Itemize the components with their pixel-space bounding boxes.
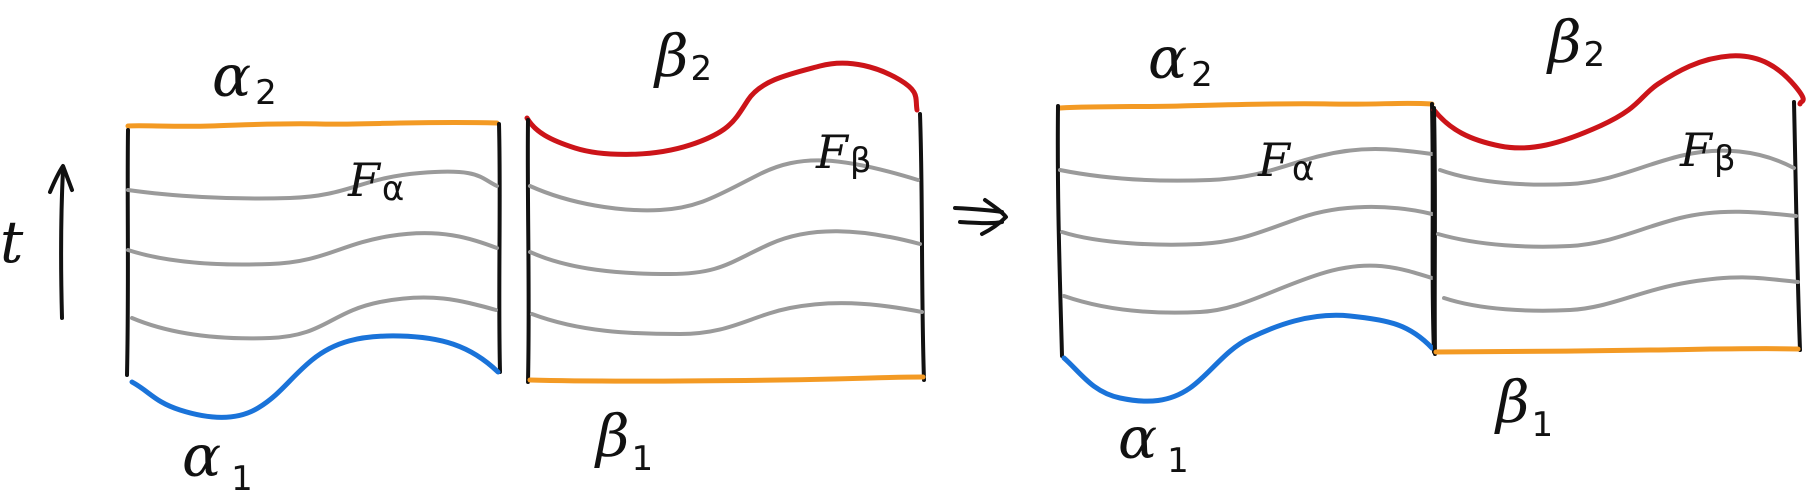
- alpha2-boundary-right: [1057, 100, 1435, 111]
- level-curve-4: [528, 158, 920, 213]
- F-beta-label-right: Fβ: [1679, 123, 1736, 179]
- left-beta-panel: β2 β1 Fβ: [524, 22, 926, 479]
- F-beta-label: Fβ: [815, 125, 872, 181]
- left-side-edge: [125, 128, 130, 377]
- time-axis: t: [0, 164, 74, 320]
- beta2-label-right: β2: [1546, 8, 1605, 76]
- double-right-arrow-icon: [953, 198, 1008, 236]
- up-arrow-icon: [48, 164, 74, 320]
- right-side-edge: [497, 122, 502, 374]
- middle-left-edge: [525, 118, 531, 384]
- level-curve-1: [126, 169, 499, 201]
- far-right-edge: [918, 112, 926, 382]
- right-left-edge: [1055, 104, 1064, 358]
- time-label: t: [0, 208, 24, 276]
- right-beta-panel: β2 β1 Fβ: [1431, 8, 1806, 445]
- alpha1-boundary: [129, 333, 501, 420]
- beta1-boundary: [527, 374, 926, 384]
- level-curve-11: [1436, 209, 1798, 249]
- F-alpha-label: Fα: [347, 153, 404, 209]
- beta1-boundary-right: [1433, 346, 1801, 355]
- level-curve-5: [528, 229, 922, 276]
- level-curve-6: [530, 301, 924, 336]
- right-middle-edge-2: [1432, 106, 1437, 356]
- beta2-boundary: [524, 60, 920, 157]
- alpha2-boundary: [125, 119, 500, 129]
- level-curve-2: [126, 231, 499, 267]
- beta1-label-right: β1: [1494, 368, 1553, 445]
- level-curve-12: [1442, 275, 1800, 313]
- alpha1-boundary-right: [1061, 312, 1435, 404]
- level-curve-9: [1062, 263, 1434, 315]
- level-curve-3: [130, 295, 498, 341]
- beta2-boundary-right: [1431, 53, 1806, 151]
- beta2-label: β2: [653, 22, 712, 90]
- level-curve-10: [1438, 148, 1796, 187]
- level-curve-8: [1060, 204, 1434, 247]
- F-alpha-label-right: Fα: [1257, 133, 1314, 189]
- level-curve-7: [1058, 147, 1434, 183]
- beta1-label: β1: [594, 402, 653, 479]
- right-far-edge: [1792, 100, 1802, 352]
